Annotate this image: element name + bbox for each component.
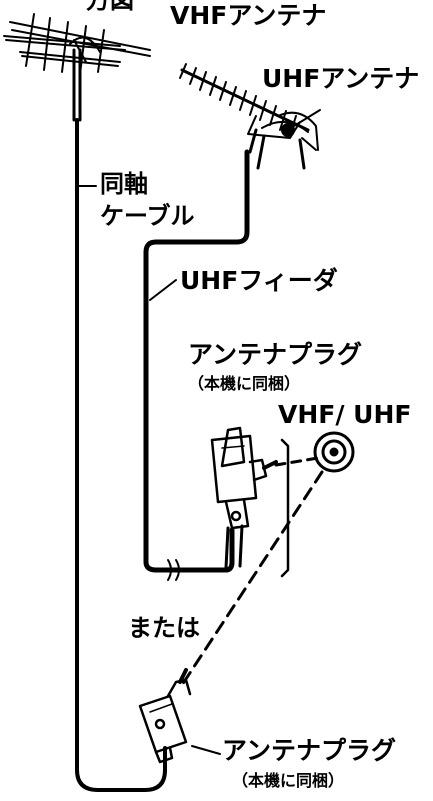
included-note-2: （本機に同梱） xyxy=(232,771,345,790)
vhf-uhf-terminal-label: VHF/ UHF xyxy=(278,400,412,429)
coax-label-line1: 同軸 xyxy=(100,170,148,198)
antenna-plug-label-1: アンテナプラグ xyxy=(188,340,363,369)
uhf-feeder xyxy=(143,149,250,573)
uhf-antenna-icon xyxy=(179,63,321,170)
included-note-1: （本機に同梱） xyxy=(188,374,301,393)
coax-label-line2: ケーブル xyxy=(100,202,195,230)
antenna-plug-icon xyxy=(210,426,278,570)
vhf-antenna-icon xyxy=(3,13,151,122)
antenna-plug-label-2: アンテナプラグ xyxy=(222,736,397,765)
vhf-antenna-label: VHFアンテナ xyxy=(170,1,327,30)
uhf-feeder-label: UHFフィーダ xyxy=(180,266,338,295)
coaxial-cable xyxy=(75,118,167,792)
connection-dash-upper xyxy=(274,456,320,467)
or-label: または xyxy=(128,614,200,642)
antenna-plug-icon xyxy=(138,668,192,764)
feeder-insulation-mark xyxy=(167,559,180,581)
plug2-leader xyxy=(191,745,221,755)
feeder-leader xyxy=(149,279,177,301)
wall-terminal-icon xyxy=(313,431,355,473)
connection-dash-lower xyxy=(178,470,324,690)
top-cut-label: 方図 xyxy=(86,0,134,14)
wall-bracket xyxy=(280,438,290,578)
uhf-antenna-label: UHFアンテナ xyxy=(262,64,420,93)
